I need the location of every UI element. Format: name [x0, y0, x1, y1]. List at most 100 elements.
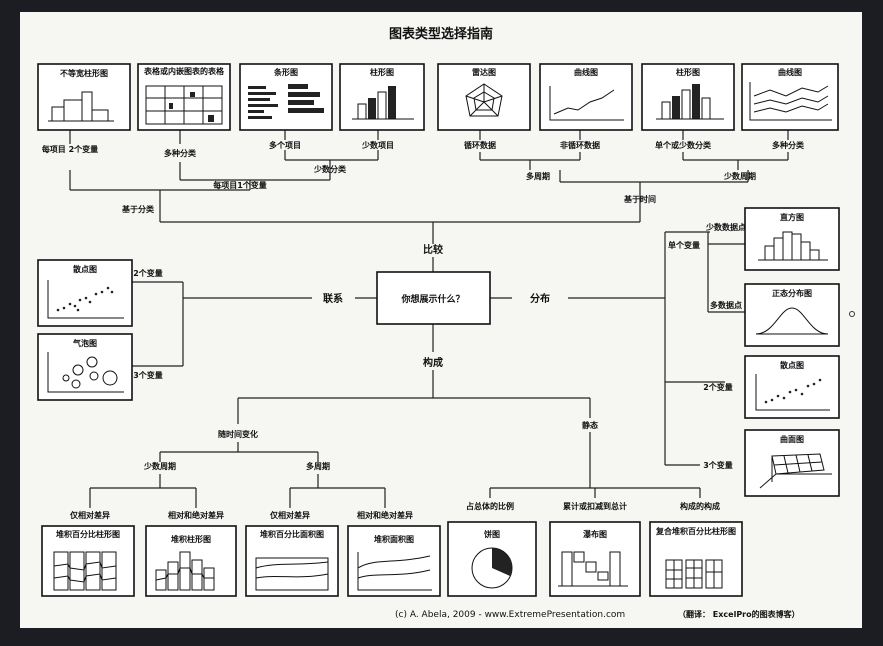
label-right-2var: 2个变量 [703, 382, 733, 392]
label-few-category: 少数分类 [313, 164, 346, 174]
hub-relation: 联系 [323, 292, 343, 305]
center-question: 你想展示什么？ [400, 293, 464, 305]
box-stacked-column: 堆积柱形图 [145, 525, 237, 597]
hub-distribution: 分布 [530, 292, 550, 305]
box-radar: 雷达图 [437, 63, 531, 131]
label-per-item-1var: 每项目1个变量 [213, 180, 267, 190]
table-grid-icon [145, 85, 223, 125]
box-column-2: 柱形图 [641, 63, 735, 131]
label-by-time: 基于时间 [623, 194, 656, 204]
svg-text:堆积柱形图: 堆积柱形图 [171, 534, 211, 544]
box-scatter-right: 散点图 [744, 355, 840, 419]
box-bubble: 气泡图 [37, 333, 133, 401]
label-cyclic: 循环数据 [463, 140, 496, 150]
svg-text:雷达图: 雷达图 [472, 67, 496, 77]
radar-chart-icon [465, 83, 503, 117]
label-few-periods-bottom: 少数周期 [143, 461, 176, 471]
svg-text:复合堆积百分比柱形图: 复合堆积百分比柱形图 [655, 526, 736, 536]
label-comp-of-comp: 构成的构成 [680, 501, 720, 511]
svg-text:柱形图: 柱形图 [676, 67, 700, 77]
stacked-area-icon [357, 552, 432, 591]
svg-text:正态分布图: 正态分布图 [772, 288, 812, 298]
label-over-time: 随时间变化 [218, 429, 258, 439]
box-waterfall: 瀑布图 [549, 521, 641, 597]
box-bar-horizontal: 条形图 [239, 63, 333, 131]
label-multi-category: 多种分类 [164, 148, 196, 158]
box-compound-100-column: 复合堆积百分比柱形图 [649, 521, 743, 597]
label-many-periods-bottom: 多周期 [306, 461, 330, 471]
label-per-item-2var: 每项目 2个变量 [42, 144, 98, 154]
svg-text:瀑布图: 瀑布图 [583, 529, 607, 539]
box-histogram: 直方图 [744, 207, 840, 271]
box-column: 柱形图 [339, 63, 425, 131]
bullet-marker-icon [849, 311, 855, 317]
svg-text:曲面图: 曲面图 [780, 434, 804, 444]
center-question-box: 你想展示什么？ [376, 271, 491, 325]
svg-text:表格或内嵌图表的表格: 表格或内嵌图表的表格 [143, 66, 225, 76]
diagram-canvas: 图表类型选择指南 [37, 26, 855, 620]
svg-text:柱形图: 柱形图 [370, 67, 394, 77]
box-scatter-left: 散点图 [37, 259, 133, 327]
waterfall-chart-icon [558, 551, 628, 587]
label-few-points: 少数数据点 [705, 222, 746, 232]
horizontal-bar-icon [248, 84, 324, 119]
label-single-few-category: 单个或少数分类 [655, 140, 711, 150]
normal-curve-icon [755, 307, 829, 335]
label-many-points: 多数据点 [710, 300, 742, 310]
multi-line-chart-icon [749, 82, 832, 121]
stacked-100-column-icon [53, 551, 117, 591]
column-chart-icon [656, 84, 724, 120]
label-few-items: 少数项目 [361, 140, 394, 150]
svg-text:曲线图: 曲线图 [574, 67, 598, 77]
diagram-title: 图表类型选择指南 [389, 26, 493, 42]
pie-chart-icon [471, 547, 513, 589]
connector-lines [69, 130, 789, 508]
stacked-100-area-icon [255, 557, 329, 591]
hub-compare: 比较 [423, 243, 443, 256]
box-line: 曲线图 [539, 63, 633, 131]
label-rel-abs: 相对和绝对差异 [168, 510, 224, 520]
scatter-plot-icon [47, 280, 124, 319]
label-rel-abs-2: 相对和绝对差异 [357, 510, 413, 520]
label-relative-only-2: 仅相对差异 [269, 510, 310, 520]
box-surface: 曲面图 [744, 429, 840, 497]
box-stacked-100-area: 堆积百分比面积图 [245, 525, 339, 597]
box-normal-distribution: 正态分布图 [744, 283, 840, 347]
label-many-periods: 多周期 [526, 171, 550, 181]
svg-text:直方图: 直方图 [780, 212, 804, 222]
box-stacked-area: 堆积面积图 [347, 525, 441, 597]
label-single-var: 单个变量 [668, 240, 700, 250]
svg-text:堆积面积图: 堆积面积图 [374, 534, 414, 544]
bubble-chart-icon [47, 352, 124, 393]
label-by-category: 基于分类 [121, 204, 154, 214]
svg-text:气泡图: 气泡图 [72, 338, 97, 348]
svg-text:散点图: 散点图 [780, 360, 804, 370]
variable-width-column-icon [48, 91, 114, 122]
label-non-cyclic: 非循环数据 [560, 140, 600, 150]
scatter-plot-icon [755, 374, 830, 411]
chart-chooser-sheet: 图表类型选择指南 [20, 12, 862, 628]
svg-text:曲线图: 曲线图 [778, 67, 802, 77]
column-chart-icon [352, 86, 414, 120]
label-multi-category-2: 多种分类 [772, 140, 804, 150]
svg-text:堆积百分比柱形图: 堆积百分比柱形图 [56, 529, 120, 539]
histogram-icon [758, 231, 828, 261]
stacked-column-icon [155, 551, 215, 591]
label-relative-only: 仅相对差异 [69, 510, 110, 520]
label-few-periods: 少数周期 [723, 171, 756, 181]
hub-composition: 构成 [423, 356, 443, 369]
box-stacked-100-column: 堆积百分比柱形图 [41, 525, 135, 597]
box-variable-width-column: 不等宽柱形图 [37, 63, 131, 131]
footer-credit: (c) A. Abela, 2009 - www.ExtremePresenta… [395, 610, 625, 620]
label-many-items: 多个项目 [269, 140, 301, 150]
box-table-embedded: 表格或内嵌图表的表格 [137, 63, 231, 131]
compound-100-column-icon [665, 559, 723, 589]
label-left-3var: 3个变量 [133, 370, 163, 380]
footer-translation: （翻译： ExcelPro的图表博客） [678, 609, 800, 619]
svg-text:不等宽柱形图: 不等宽柱形图 [60, 68, 108, 78]
svg-text:条形图: 条形图 [273, 67, 298, 77]
surface-chart-icon [759, 453, 832, 489]
svg-text:散点图: 散点图 [73, 264, 97, 274]
label-static: 静态 [582, 420, 598, 430]
svg-text:饼图: 饼图 [484, 529, 500, 539]
